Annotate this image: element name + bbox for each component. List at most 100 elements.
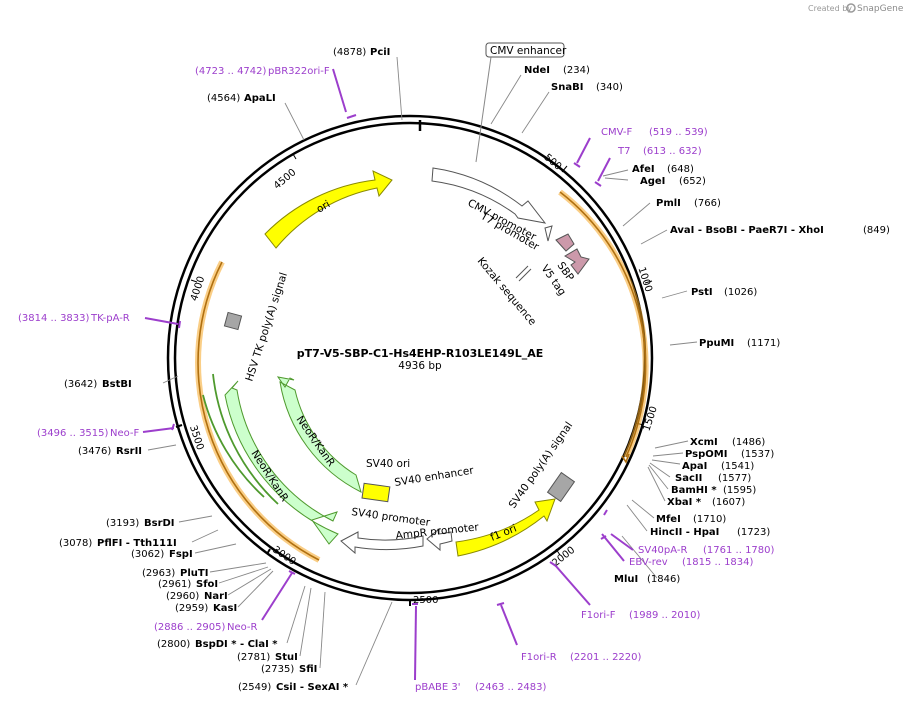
sv40-ori-box <box>361 482 391 503</box>
cut-site-stui: (2781)StuI <box>237 652 298 663</box>
svg-text:(1171): (1171) <box>747 338 780 349</box>
svg-text:PmlI: PmlI <box>656 198 681 209</box>
svg-text:SV40pA-R: SV40pA-R <box>638 545 687 556</box>
cut-site-bstbi: (3642)BstBI <box>64 379 132 390</box>
primer-labels: (4723 .. 4742)pBR322ori-F CMV-F(519 .. 5… <box>18 66 775 693</box>
cut-site-bamhi: BamHI *(1595) <box>671 485 756 496</box>
cmv-promoter-arrow <box>431 167 547 224</box>
svg-text:(519 .. 539): (519 .. 539) <box>649 127 708 138</box>
cut-site-apali: (4564)ApaLI <box>207 93 276 104</box>
svg-text:BstBI: BstBI <box>102 379 132 390</box>
svg-text:(1815 .. 1834): (1815 .. 1834) <box>682 557 754 568</box>
svg-text:FspI: FspI <box>169 549 193 560</box>
primer-tk-pa-r: (3814 .. 3833)TK-pA-R <box>18 313 130 324</box>
primer-sv40pa-r: SV40pA-R (1761 .. 1780) <box>638 545 775 556</box>
cut-site-labels: (4878)PciI (4564)ApaLI NdeI (234) SnaBI(3… <box>59 47 890 693</box>
cut-site-sacii: SacII(1577) <box>675 473 751 484</box>
svg-text:XbaI *: XbaI * <box>667 497 702 508</box>
cut-site-xcmi: XcmI(1486) <box>690 437 765 448</box>
svg-text:(849): (849) <box>863 225 890 236</box>
cut-site-psti: PstI(1026) <box>691 287 757 298</box>
cut-site-mfei: MfeI(1710) <box>656 514 726 525</box>
svg-text:(2960): (2960) <box>166 591 199 602</box>
cut-site-pluti: (2963)PluTI <box>142 568 208 579</box>
svg-text:(3476): (3476) <box>78 446 111 457</box>
hsv-tk-label: HSV TK poly(A) signal <box>243 271 290 383</box>
svg-text:AfeI: AfeI <box>632 164 655 175</box>
svg-text:NdeI: NdeI <box>524 65 550 76</box>
cut-site-sfii: (2735)SfiI <box>261 664 317 675</box>
svg-text:(3078): (3078) <box>59 538 92 549</box>
cmv-enhancer-label: CMV enhancer <box>490 45 567 57</box>
feature-shapes <box>223 167 590 557</box>
svg-text:(3062): (3062) <box>131 549 164 560</box>
svg-text:(1761 .. 1780): (1761 .. 1780) <box>703 545 775 556</box>
svg-text:RsrII: RsrII <box>116 446 142 457</box>
svg-text:TK-pA-R: TK-pA-R <box>90 313 130 324</box>
svg-text:(652): (652) <box>679 176 706 187</box>
svg-text:AvaI - BsoBI - PaeR7I -: AvaI - BsoBI - PaeR7I - XhoI <box>670 225 824 236</box>
primer-neo-r: (2886 .. 2905)Neo-R <box>154 622 258 633</box>
svg-text:HincII - HpaI: HincII - HpaI <box>650 527 719 538</box>
svg-text:T7: T7 <box>617 146 630 157</box>
svg-text:pBR322ori-F: pBR322ori-F <box>268 66 330 77</box>
svg-text:(234): (234) <box>563 65 590 76</box>
svg-text:4500: 4500 <box>272 167 299 192</box>
svg-text:ApaI: ApaI <box>682 461 707 472</box>
plasmid-name: pT7-V5-SBP-C1-Hs4EHP-R103LE149L_AE <box>297 347 544 360</box>
kozak-mark <box>515 265 532 282</box>
svg-text:2500: 2500 <box>413 595 438 606</box>
svg-text:(4564): (4564) <box>207 93 240 104</box>
svg-text:(1989 .. 2010): (1989 .. 2010) <box>629 610 701 621</box>
neo-label-inner: NeoR/KanR <box>294 414 337 469</box>
svg-text:(2961): (2961) <box>158 579 191 590</box>
svg-text:(2886 .. 2905): (2886 .. 2905) <box>154 622 226 633</box>
svg-text:Neo-R: Neo-R <box>227 622 258 633</box>
svg-text:(4723 .. 4742): (4723 .. 4742) <box>195 66 267 77</box>
svg-text:(766): (766) <box>694 198 721 209</box>
svg-text:(613 .. 632): (613 .. 632) <box>643 146 702 157</box>
credit-brand: SnapGene <box>857 4 904 14</box>
svg-text:(648): (648) <box>667 164 694 175</box>
neor-kanr-arrow-inner <box>276 376 362 493</box>
svg-text:(2463 .. 2483): (2463 .. 2483) <box>475 682 547 693</box>
cut-site-mlui: MluI (1846) <box>614 574 680 585</box>
svg-text:(2963): (2963) <box>142 568 175 579</box>
svg-text:AgeI: AgeI <box>640 176 665 187</box>
cut-site-kasi: (2959)KasI <box>175 603 237 614</box>
svg-text:MluI: MluI <box>614 574 638 585</box>
cut-site-pspomi: PspOMI(1537) <box>685 449 774 460</box>
sv40-ori-label: SV40 ori <box>366 458 410 470</box>
svg-text:Neo-F: Neo-F <box>110 428 140 439</box>
snapgene-logo-icon <box>846 3 856 13</box>
ampr-promoter-arrow <box>426 527 453 552</box>
svg-text:PstI: PstI <box>691 287 713 298</box>
tick-2500: 2500 <box>409 595 438 606</box>
cut-site-tth111i-group: (3078)PflFI - Tth111I <box>59 538 177 549</box>
svg-text:(2549): (2549) <box>238 682 271 693</box>
cut-site-ppumi: PpuMI(1171) <box>699 338 780 349</box>
svg-text:(1846): (1846) <box>647 574 680 585</box>
svg-text:(1723): (1723) <box>737 527 770 538</box>
cut-site-snabi: SnaBI(340) <box>551 82 623 93</box>
svg-text:(2201 .. 2220): (2201 .. 2220) <box>570 652 642 663</box>
cut-site-ndei: NdeI (234) <box>524 65 590 76</box>
cut-site-rsrii: (3476) RsrII <box>78 446 142 457</box>
svg-text:(3814 .. 3833): (3814 .. 3833) <box>18 313 90 324</box>
cut-site-pcii: (4878)PciI <box>333 47 390 58</box>
cmv-enhancer-box <box>485 42 565 58</box>
cut-site-xhoi-group: AvaI - BsoBI - PaeR7I - XhoI (849) <box>670 225 890 236</box>
primer-neo-f: (3496 .. 3515)Neo-F <box>37 428 140 439</box>
ori-label: ori <box>314 198 332 215</box>
f1-ori-arrow <box>455 498 556 557</box>
svg-text:(1486): (1486) <box>732 437 765 448</box>
svg-text:(340): (340) <box>596 82 623 93</box>
primer-pbr322ori-f: (4723 .. 4742)pBR322ori-F <box>195 66 330 77</box>
primer-ebv-rev: EBV-rev(1815 .. 1834) <box>629 557 754 568</box>
primer-f1ori-r: F1ori-R(2201 .. 2220) <box>521 652 642 663</box>
svg-text:KasI: KasI <box>213 603 237 614</box>
cut-site-afei: AfeI (648) <box>632 164 694 175</box>
svg-text:(2781): (2781) <box>237 652 270 663</box>
svg-text:BamHI *: BamHI * <box>671 485 717 496</box>
